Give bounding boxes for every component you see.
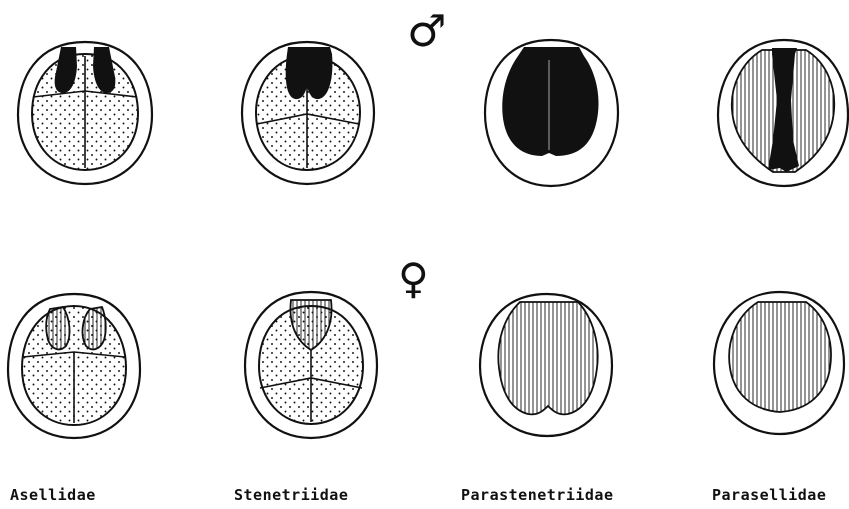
label-stenetriidae: Stenetriidae	[234, 486, 348, 504]
asellidae-female-oostegite-left	[46, 307, 69, 349]
label-parastenetriidae: Parastenetriidae	[461, 486, 614, 504]
parastenetriidae-female-diagram	[480, 294, 612, 436]
asellidae-female-oostegite-right	[83, 307, 106, 349]
asellidae-female-diagram	[8, 294, 140, 438]
stenetriidae-female-diagram	[245, 292, 377, 438]
female-symbol: ♀	[398, 258, 429, 300]
parasellidae-female-diagram	[714, 292, 844, 434]
label-parasellidae: Parasellidae	[712, 486, 826, 504]
stenetriidae-male-diagram	[242, 42, 374, 184]
parasellidae-male-diagram	[718, 40, 848, 186]
label-asellidae: Asellidae	[10, 486, 96, 504]
male-symbol: ♂	[407, 10, 446, 54]
parastenetriidae-male-diagram	[485, 40, 618, 186]
asellidae-male-diagram	[18, 42, 152, 184]
